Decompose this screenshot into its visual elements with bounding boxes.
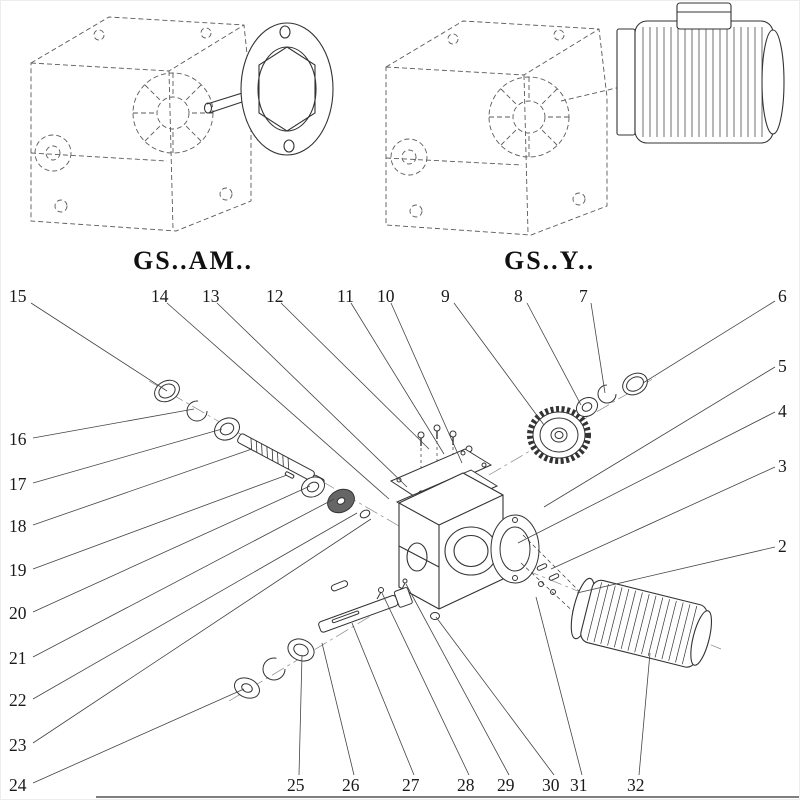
callout-17: 17 [9, 474, 27, 494]
exploded-motor [570, 577, 713, 668]
exploded-output-shaft [318, 578, 440, 633]
callout-28: 28 [457, 775, 475, 795]
callout-25: 25 [287, 775, 305, 795]
callout-3: 3 [778, 456, 787, 476]
callout-7: 7 [579, 286, 588, 306]
callout-21: 21 [9, 648, 27, 668]
gsam-housing-drawing [30, 16, 252, 232]
callout-24: 24 [9, 775, 27, 795]
callout-30: 30 [542, 775, 560, 795]
callout-10: 10 [377, 286, 395, 306]
variant-label-gsy: GS..Y.. [504, 246, 596, 275]
callout-12: 12 [266, 286, 284, 306]
gsy-housing-drawing [385, 20, 630, 236]
gsy-motor-drawing [616, 2, 785, 144]
callout-20: 20 [9, 603, 27, 623]
callout-27: 27 [402, 775, 420, 795]
exploded-gear-assembly [527, 372, 648, 464]
callout-13: 13 [202, 286, 220, 306]
exploded-output-flange [490, 514, 540, 584]
callout-9: 9 [441, 286, 450, 306]
callout-8: 8 [514, 286, 523, 306]
callout-11: 11 [337, 286, 354, 306]
callout-6: 6 [778, 286, 787, 306]
gsam-flange-drawing [203, 22, 334, 156]
callout-18: 18 [9, 516, 27, 536]
callout-14: 14 [151, 286, 169, 306]
callout-5: 5 [778, 356, 787, 376]
callout-29: 29 [497, 775, 515, 795]
callout-2: 2 [778, 536, 787, 556]
callout-15: 15 [9, 286, 27, 306]
callout-16: 16 [9, 429, 27, 449]
callout-26: 26 [342, 775, 360, 795]
callout-leader-lines [30, 300, 776, 784]
callout-23: 23 [9, 735, 27, 755]
variant-label-gsam: GS..AM.. [133, 246, 253, 275]
callout-4: 4 [778, 401, 787, 421]
exploded-output-bearings [234, 638, 315, 699]
callout-19: 19 [9, 560, 27, 580]
exploded-input-assembly [154, 379, 371, 519]
callout-22: 22 [9, 690, 27, 710]
callout-32: 32 [627, 775, 645, 795]
callout-31: 31 [570, 775, 588, 795]
